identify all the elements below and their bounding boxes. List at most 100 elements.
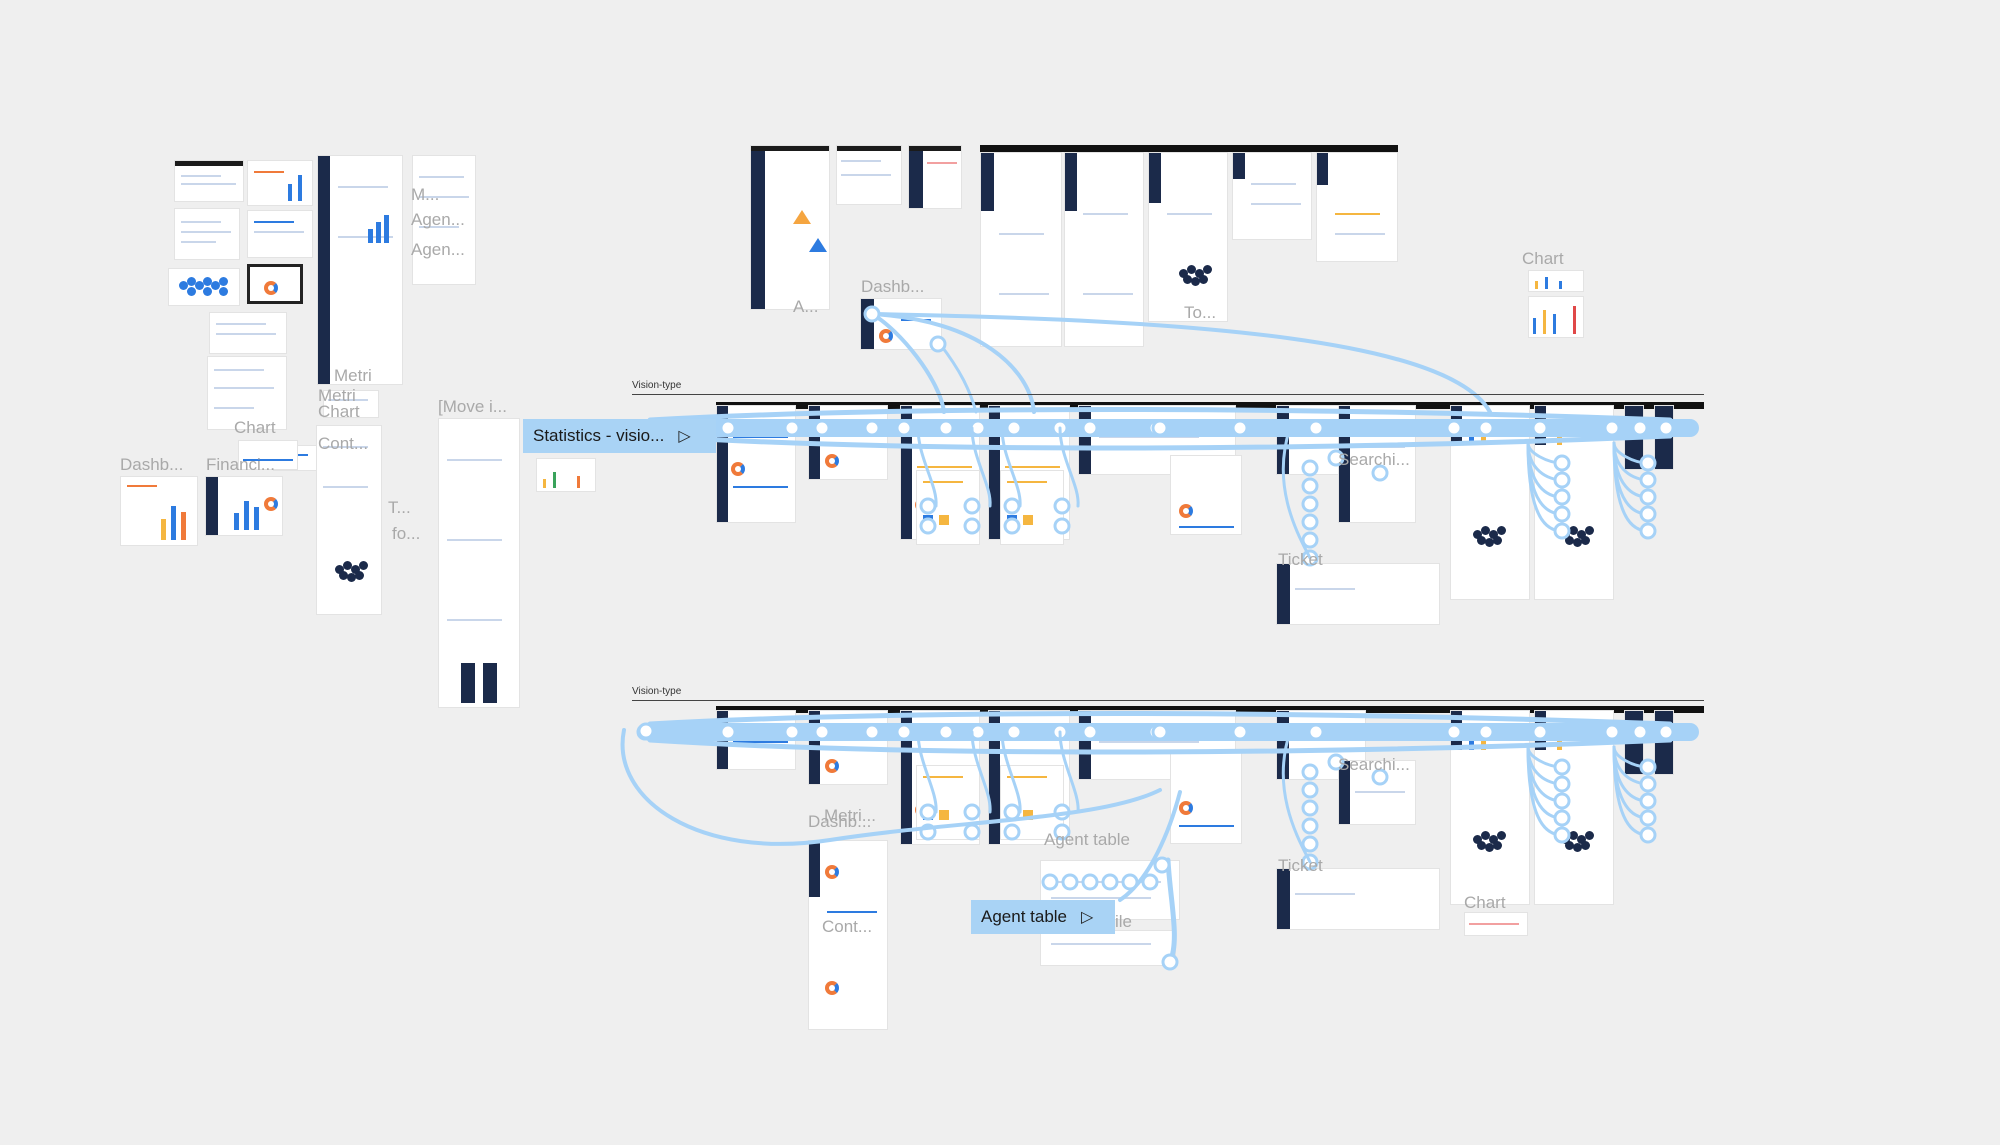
flow-node[interactable] bbox=[1553, 505, 1571, 523]
flow-node[interactable] bbox=[1161, 953, 1179, 971]
flow-node[interactable] bbox=[1553, 775, 1571, 793]
flow-node[interactable] bbox=[1657, 419, 1675, 437]
flow-node[interactable] bbox=[1301, 477, 1319, 495]
flow-node[interactable] bbox=[1307, 723, 1325, 741]
flow-node[interactable] bbox=[637, 722, 655, 740]
frame-label[interactable]: T... bbox=[388, 498, 411, 517]
design-frame[interactable] bbox=[209, 312, 287, 354]
design-frame[interactable] bbox=[120, 476, 198, 546]
frame-label[interactable]: Financi... bbox=[206, 455, 275, 474]
flow-node[interactable] bbox=[1553, 488, 1571, 506]
flow-node[interactable] bbox=[1553, 471, 1571, 489]
frame-label[interactable]: Ticket bbox=[1278, 550, 1323, 569]
flow-node[interactable] bbox=[1553, 809, 1571, 827]
flow-node[interactable] bbox=[1081, 419, 1099, 437]
frame-label[interactable]: Ticket bbox=[1278, 856, 1323, 875]
flow-node[interactable] bbox=[1041, 873, 1059, 891]
flow-node[interactable] bbox=[1151, 723, 1169, 741]
flow-node[interactable] bbox=[1053, 823, 1071, 841]
flow-node[interactable] bbox=[1327, 449, 1345, 467]
flow-node[interactable] bbox=[1301, 495, 1319, 513]
design-frame[interactable] bbox=[205, 476, 283, 536]
flow-node[interactable] bbox=[1445, 419, 1463, 437]
flow-node[interactable] bbox=[813, 723, 831, 741]
flow-node[interactable] bbox=[1121, 873, 1139, 891]
flow-node[interactable] bbox=[863, 305, 881, 323]
flow-node[interactable] bbox=[1231, 723, 1249, 741]
design-frame[interactable] bbox=[168, 268, 240, 306]
design-frame[interactable] bbox=[207, 356, 287, 430]
flow-node[interactable] bbox=[1553, 792, 1571, 810]
flow-node[interactable] bbox=[1141, 873, 1159, 891]
flow-node[interactable] bbox=[895, 723, 913, 741]
flow-node[interactable] bbox=[1477, 723, 1495, 741]
play-icon[interactable]: ▷ bbox=[678, 428, 691, 445]
flow-node[interactable] bbox=[719, 419, 737, 437]
flow-node[interactable] bbox=[1307, 419, 1325, 437]
design-frame[interactable] bbox=[1170, 752, 1242, 844]
flow-node[interactable] bbox=[1061, 873, 1079, 891]
flow-node[interactable] bbox=[1639, 522, 1657, 540]
frame-label[interactable]: Metri bbox=[334, 366, 372, 385]
flow-node[interactable] bbox=[919, 803, 937, 821]
frame-label[interactable]: A... bbox=[793, 297, 819, 316]
frame-label[interactable]: Searchi... bbox=[1338, 755, 1410, 774]
flow-node[interactable] bbox=[1603, 723, 1621, 741]
selected-frame[interactable] bbox=[247, 264, 303, 304]
design-frame[interactable] bbox=[247, 210, 313, 258]
design-frame[interactable] bbox=[1232, 152, 1312, 240]
flow-node[interactable] bbox=[963, 517, 981, 535]
flow-node[interactable] bbox=[1603, 419, 1621, 437]
flow-node[interactable] bbox=[1639, 826, 1657, 844]
design-frame[interactable] bbox=[1464, 912, 1528, 936]
flow-node[interactable] bbox=[1371, 768, 1389, 786]
flow-node[interactable] bbox=[1639, 792, 1657, 810]
flow-node[interactable] bbox=[963, 497, 981, 515]
flow-node[interactable] bbox=[1003, 497, 1021, 515]
play-icon[interactable]: ▷ bbox=[1081, 909, 1094, 926]
frame-label[interactable]: Chart bbox=[1522, 249, 1564, 268]
flow-node[interactable] bbox=[1657, 723, 1675, 741]
flow-node[interactable] bbox=[1053, 517, 1071, 535]
design-frame[interactable] bbox=[317, 155, 403, 385]
flow-node[interactable] bbox=[1005, 723, 1023, 741]
flow-node[interactable] bbox=[1301, 835, 1319, 853]
frame-label[interactable]: ile bbox=[1115, 912, 1133, 931]
flow-node[interactable] bbox=[929, 335, 947, 353]
flow-node[interactable] bbox=[1301, 459, 1319, 477]
flow-node[interactable] bbox=[1531, 723, 1549, 741]
design-frame[interactable] bbox=[1450, 405, 1530, 600]
flow-node[interactable] bbox=[1081, 873, 1099, 891]
flow-node[interactable] bbox=[1371, 464, 1389, 482]
frame-label[interactable]: Dashb... bbox=[120, 455, 184, 474]
flow-node[interactable] bbox=[1301, 799, 1319, 817]
flow-node[interactable] bbox=[1327, 753, 1345, 771]
flow-node[interactable] bbox=[1301, 531, 1319, 549]
flow-node[interactable] bbox=[1631, 723, 1649, 741]
flow-node[interactable] bbox=[1639, 471, 1657, 489]
flow-node[interactable] bbox=[1005, 419, 1023, 437]
frame-label[interactable]: Dashb... bbox=[861, 277, 925, 296]
frame-label[interactable]: Metri bbox=[318, 386, 356, 405]
design-frame[interactable] bbox=[1148, 152, 1228, 322]
design-frame[interactable] bbox=[808, 840, 888, 1030]
section-title[interactable]: Vision-type bbox=[632, 380, 682, 391]
flow-node[interactable] bbox=[1631, 419, 1649, 437]
design-frame[interactable] bbox=[412, 155, 476, 285]
flow-start-statistics[interactable]: Statistics - visio... ▷ bbox=[523, 419, 716, 453]
flow-node[interactable] bbox=[1081, 723, 1099, 741]
design-frame[interactable] bbox=[174, 160, 244, 202]
frame-label[interactable]: fo... bbox=[392, 524, 421, 543]
design-frame[interactable] bbox=[174, 208, 240, 260]
flow-node[interactable] bbox=[937, 419, 955, 437]
flow-node[interactable] bbox=[1639, 488, 1657, 506]
flow-node[interactable] bbox=[1639, 505, 1657, 523]
frame-label[interactable]: Agent table bbox=[1044, 830, 1131, 849]
flow-node[interactable] bbox=[1477, 419, 1495, 437]
flow-node[interactable] bbox=[895, 419, 913, 437]
design-frame[interactable] bbox=[750, 145, 830, 310]
flow-node[interactable] bbox=[783, 723, 801, 741]
flow-node[interactable] bbox=[963, 803, 981, 821]
flow-node[interactable] bbox=[1553, 522, 1571, 540]
flow-node[interactable] bbox=[1553, 758, 1571, 776]
